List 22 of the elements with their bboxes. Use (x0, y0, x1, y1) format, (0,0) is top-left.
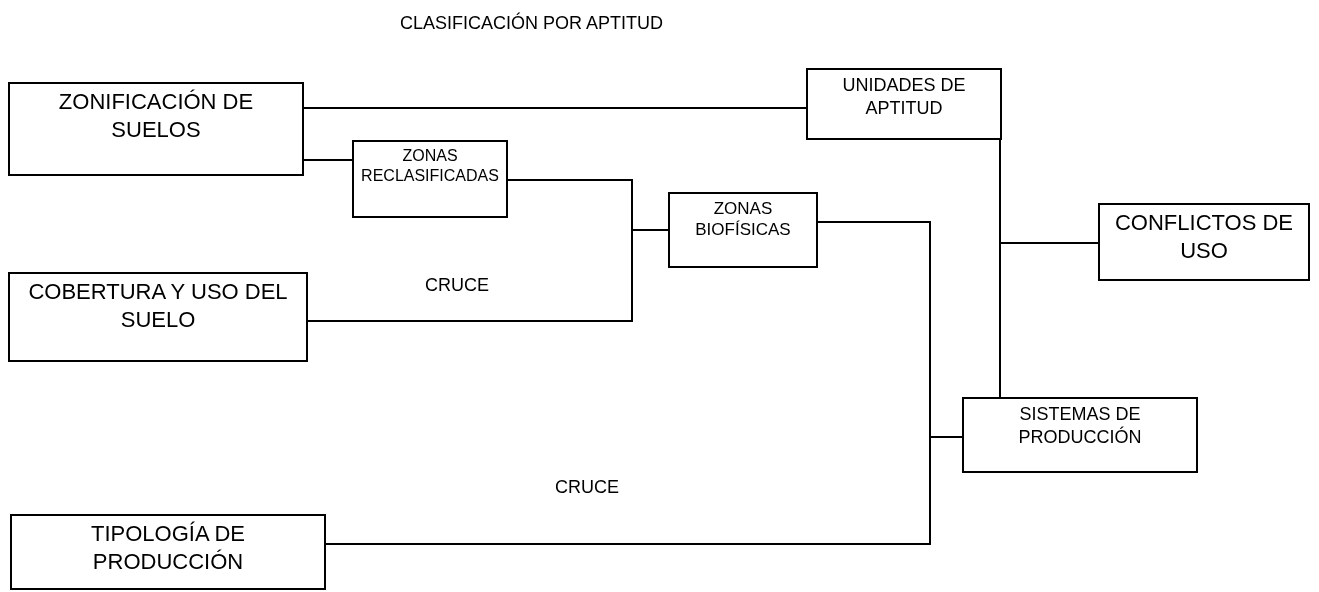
process-box (352, 140, 508, 218)
box-label: COBERTURA Y USO DEL SUELO (27, 278, 289, 333)
diagram-title: CLASIFICACIÓN POR APTITUD (400, 11, 664, 35)
process-box (668, 192, 818, 268)
box-label: TIPOLOGÍA DE PRODUCCIÓN (89, 520, 246, 575)
cross-label: CRUCE (555, 476, 619, 499)
box-label: ZONAS RECLASIFICADAS (360, 146, 500, 186)
process-box (10, 514, 326, 590)
box-label: CONFLICTOS DE USO (1113, 209, 1295, 264)
process-box (806, 68, 1002, 140)
process-box (962, 397, 1198, 473)
cross-label: CRUCE (425, 274, 489, 297)
connector-line (303, 159, 353, 161)
box-label: ZONIFICACIÓN DE SUELOS (57, 88, 255, 143)
process-box (8, 82, 304, 176)
box-label: SISTEMAS DE PRODUCCIÓN (1017, 403, 1143, 448)
box-label: ZONAS BIOFÍSICAS (694, 198, 792, 241)
process-box (8, 272, 308, 362)
connector-line (303, 107, 807, 109)
connector-line (999, 139, 1001, 398)
box-label: UNIDADES DE APTITUD (841, 74, 967, 119)
process-box (1098, 203, 1310, 281)
